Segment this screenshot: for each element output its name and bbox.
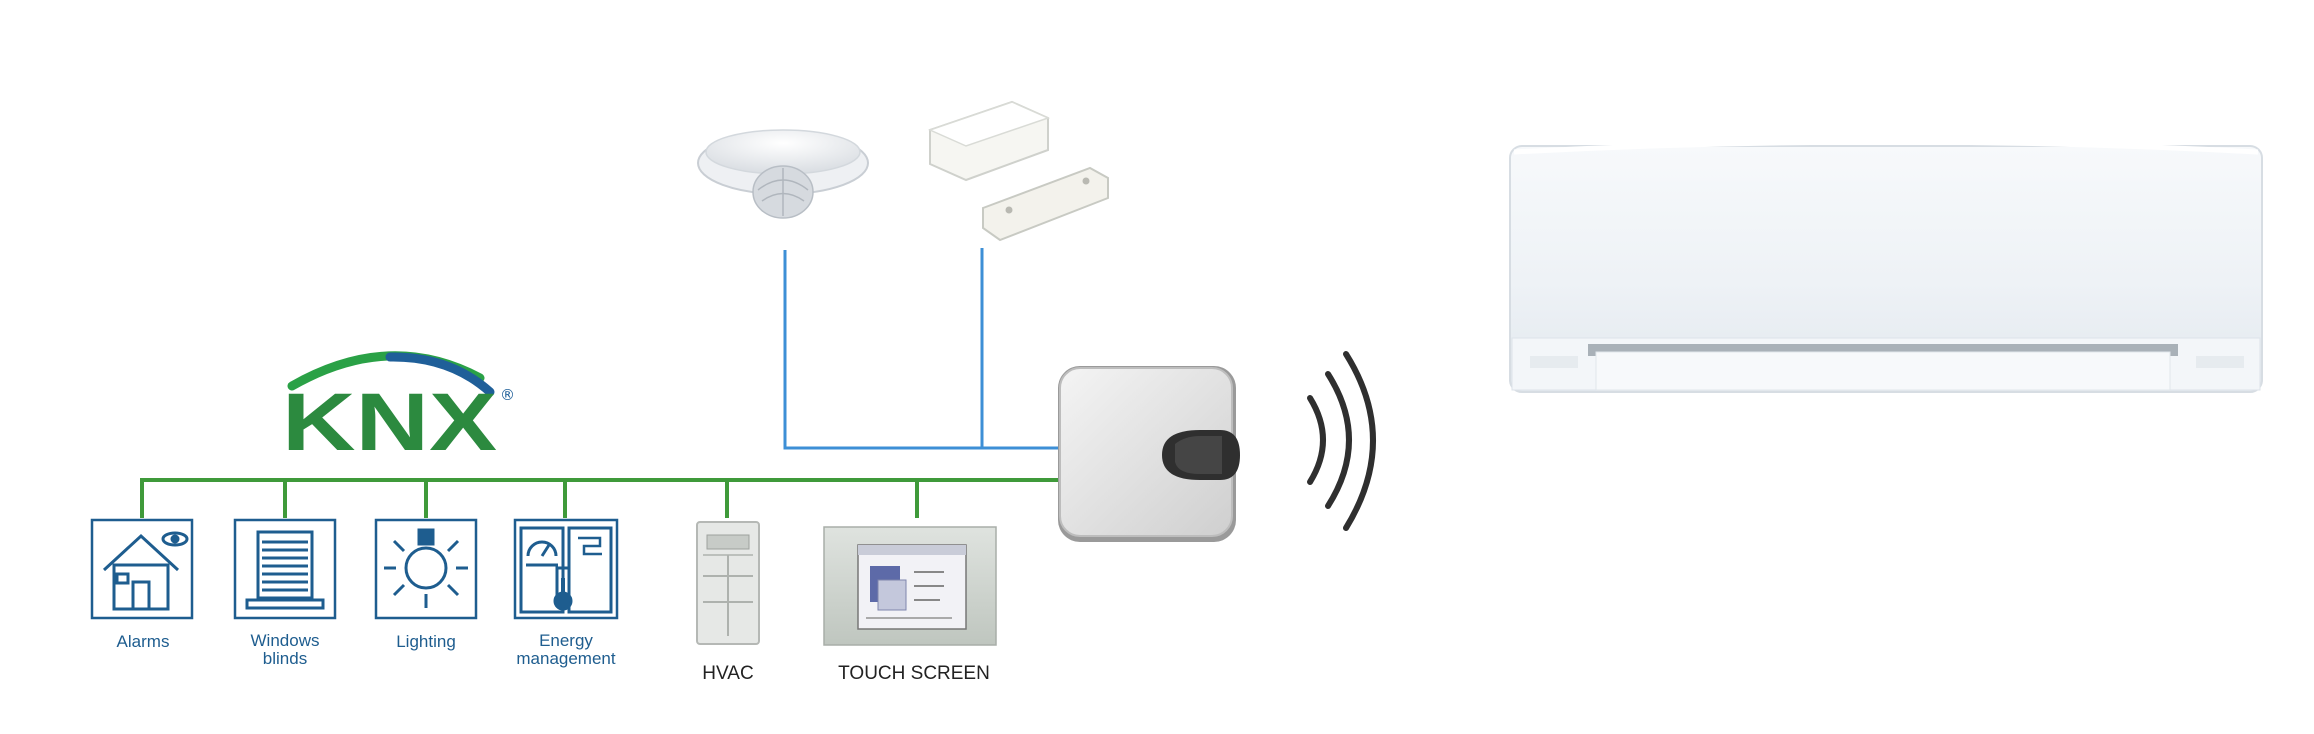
device-energy-management: Energy management — [513, 518, 619, 668]
sensor-wire-presence — [783, 250, 1060, 450]
device-windows-blinds: Windows blinds — [233, 518, 337, 668]
windows-blinds-frame — [233, 518, 337, 620]
hvac-label: HVAC — [702, 663, 753, 684]
ceiling-presence-sensor-icon — [697, 129, 869, 219]
light-bulb-icon — [384, 528, 468, 608]
device-alarms: Alarms — [90, 518, 194, 651]
meter-thermometer-icon — [519, 526, 613, 614]
energy-management-label-line1: Energy — [539, 631, 593, 650]
split-air-conditioner-icon — [1509, 139, 2263, 393]
knx-logo: KNX ® — [282, 351, 515, 468]
device-hvac: HVAC — [696, 521, 760, 684]
touch-panel-icon — [823, 526, 997, 646]
touch-screen-label: TOUCH SCREEN — [838, 663, 990, 684]
knx-logo-registered: ® — [500, 386, 515, 404]
device-lighting: Lighting — [374, 518, 478, 651]
window-blinds-icon — [245, 530, 325, 610]
knx-ir-interface-icon — [1058, 366, 1240, 542]
sensor-wiring — [783, 248, 1060, 450]
ir-signal-waves-icon — [1307, 351, 1376, 531]
energy-management-label-line2: management — [516, 649, 616, 668]
magnetic-contact-sensor-icon — [927, 100, 1109, 242]
alarms-label: Alarms — [117, 632, 170, 651]
windows-blinds-label-line1: Windows — [251, 631, 320, 650]
knx-bus — [140, 478, 1060, 518]
lighting-label: Lighting — [396, 632, 456, 651]
device-touch-screen: TOUCH SCREEN — [823, 526, 997, 684]
house-eye-icon — [102, 531, 189, 611]
knx-logo-text: KNX — [282, 377, 497, 468]
windows-blinds-label-line2: blinds — [263, 649, 307, 668]
keypad-panel-icon — [696, 521, 760, 645]
knx-logo-arc-blue — [385, 352, 495, 397]
